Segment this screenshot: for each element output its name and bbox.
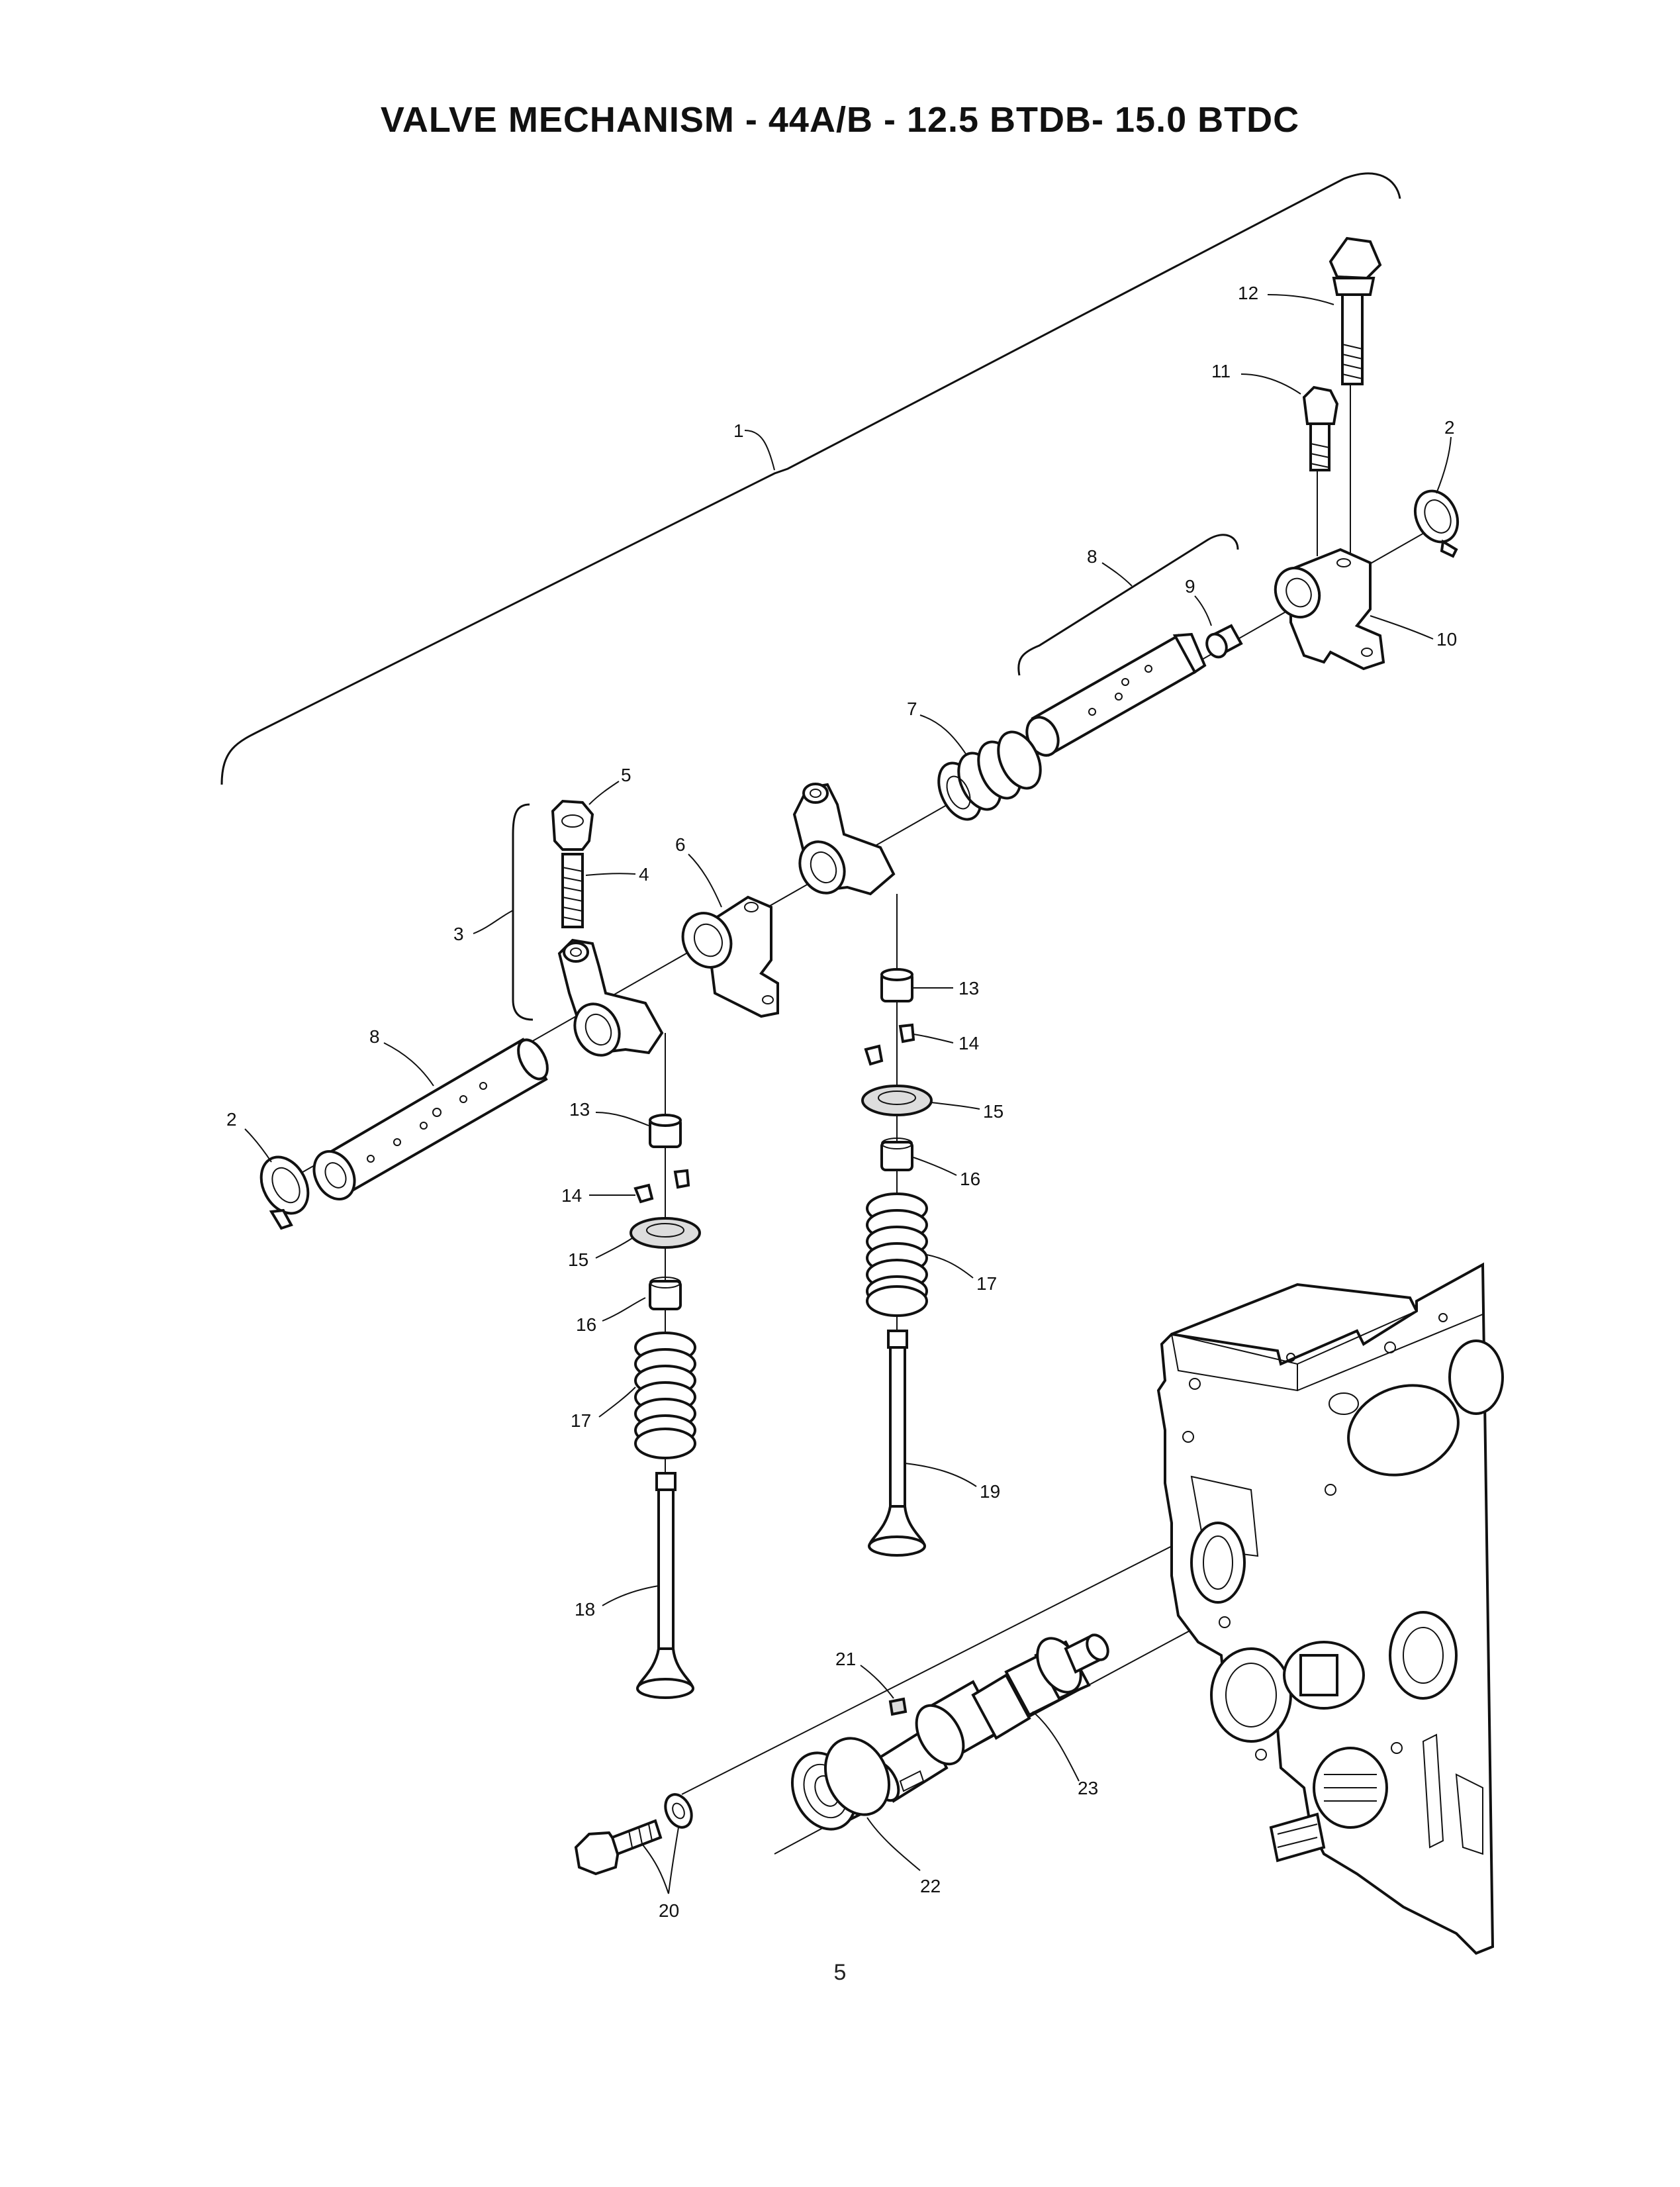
leader-15-right [931,1102,980,1110]
leader-17-left [598,1386,636,1418]
callout-13-right: 13 [958,978,979,998]
leader-11 [1240,373,1301,395]
valve-spring-17-right [866,1192,928,1317]
callout-14-right: 14 [958,1033,979,1053]
camshaft-axis-upper [681,1535,1192,1795]
callout-6: 6 [675,834,686,855]
callout-17-right: 17 [976,1273,997,1294]
support-bracket-10 [1274,548,1385,671]
leader-16-right [913,1157,957,1176]
callout-2-right: 2 [1444,417,1455,438]
leader-8-upper [1101,562,1133,587]
assembly-1-brace [220,172,1401,785]
leader-2-right [1436,436,1452,494]
assembly-3-brace [512,803,534,1021]
collet-14-left [633,1169,690,1204]
leader-15-left [595,1238,633,1259]
callout-10: 10 [1436,629,1457,650]
short-bolt-11 [1302,385,1339,471]
leader-17-right [926,1254,974,1279]
callout-7: 7 [907,699,917,719]
leader-4 [585,873,636,876]
callout-5: 5 [621,765,631,785]
leader-10 [1370,615,1434,640]
leader-22 [866,1817,921,1871]
callout-21: 21 [835,1649,856,1669]
leader-7 [919,714,967,755]
spring-retainer-15-left [630,1217,701,1249]
callout-8-lower: 8 [369,1026,380,1047]
leader-1 [744,430,775,471]
callout-11: 11 [1211,361,1231,381]
spring-retainer-15-right [861,1085,933,1116]
rocker-arm-right [792,783,896,896]
rocker-shaft-8-lower [312,1038,549,1201]
long-bolt-12 [1329,236,1382,385]
leader-3 [473,910,514,934]
callout-9: 9 [1185,576,1195,597]
woodruff-key-21 [888,1697,908,1716]
valve-19 [868,1330,926,1557]
spring-7 [937,730,1042,821]
callout-3: 3 [453,924,464,944]
valve-18 [636,1472,694,1699]
callout-17-left: 17 [571,1410,591,1431]
adjusting-nut-5 [551,799,594,851]
callout-18: 18 [575,1599,595,1620]
shaft-8-upper-brace [1017,534,1239,676]
callout-13-left: 13 [569,1099,590,1120]
collet-14-right [864,1023,915,1066]
seal-16-right [880,1138,913,1171]
callout-12: 12 [1238,283,1258,303]
leader-14-right [913,1034,954,1044]
leader-6 [688,853,722,908]
callout-16-left: 16 [576,1314,596,1335]
leader-9 [1194,595,1212,626]
callout-19: 19 [980,1481,1000,1502]
leader-16-left [602,1297,646,1322]
plug-9 [1205,624,1243,659]
callout-16-right: 16 [960,1169,980,1189]
circlip-2-left [259,1155,310,1230]
callout-14-left: 14 [561,1185,582,1206]
adjusting-screw-4 [561,853,584,928]
valve-spring-17-left [634,1332,696,1459]
callout-20: 20 [659,1900,679,1921]
leader-2-left [244,1128,272,1163]
leader-23 [1032,1711,1080,1782]
bolt-and-washer-20 [574,1793,693,1876]
callout-1: 1 [733,420,744,441]
callout-4: 4 [639,864,649,885]
page-title: VALVE MECHANISM - 44A/B - 12.5 BTDB- 15.… [380,100,1300,140]
circlip-2-right [1413,489,1460,558]
leader-8-lower [383,1042,434,1087]
valve-cap-13-left [649,1114,682,1148]
leader-13-left [595,1112,649,1126]
callout-22: 22 [920,1876,941,1896]
callout-23: 23 [1078,1778,1098,1798]
leader-21 [860,1665,894,1699]
leader-20 [641,1827,679,1894]
engine-block [1156,1262,1504,1955]
shaft-bracket-6 [681,895,779,1018]
leader-18 [602,1585,659,1606]
callout-8-upper: 8 [1087,546,1097,567]
leader-12 [1267,294,1334,305]
bearing-22 [790,1737,891,1831]
leader-5 [588,781,620,805]
callout-15-right: 15 [983,1101,1003,1122]
camshaft-23 [867,1633,1109,1803]
rocker-arm-left [557,938,664,1057]
leader-19 [904,1463,977,1487]
callout-15-left: 15 [568,1249,588,1270]
rocker-shaft-8-upper [1025,632,1207,757]
page-number: 5 [833,1960,847,1985]
valve-cap-13-right [880,968,913,1002]
seal-16-left [649,1277,682,1310]
callout-2-left: 2 [226,1109,237,1130]
